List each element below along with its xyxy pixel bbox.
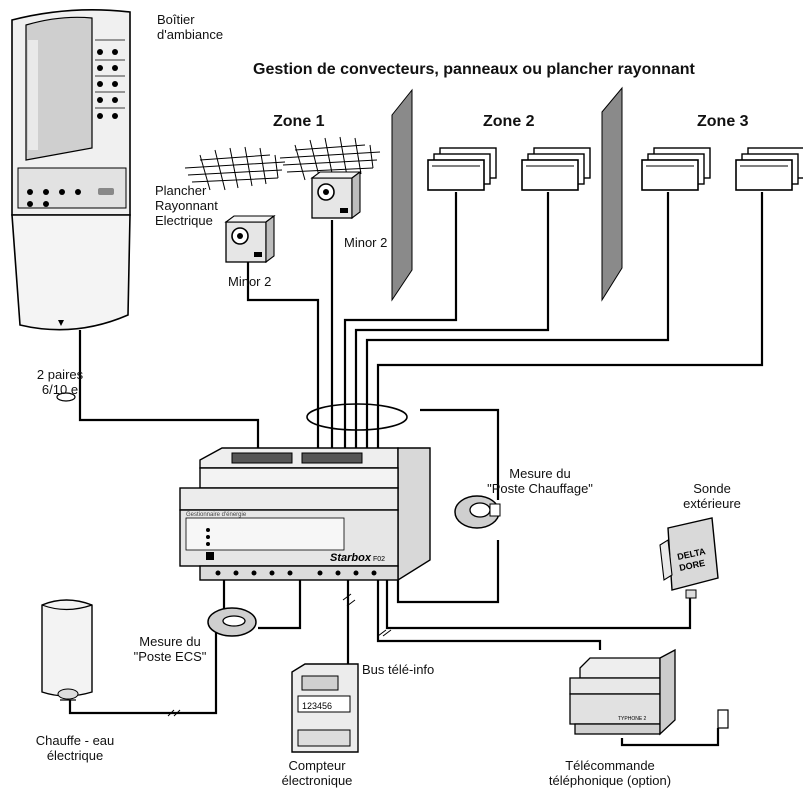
- minor-thermostat-2: [311, 171, 361, 219]
- phone-remote-label: Télécommande téléphonique (option): [548, 758, 672, 788]
- separator-panel-2: [601, 86, 623, 302]
- ecs-measure-label: Mesure du "Poste ECS": [133, 634, 207, 664]
- svg-text:TYPHONE 2: TYPHONE 2: [618, 716, 647, 722]
- starbox-unit: Gestionnaire d'énergie Starbox F02: [179, 447, 431, 582]
- phone-remote-unit: TYPHONE 2: [569, 648, 729, 736]
- water-heater-label: Chauffe - eau électrique: [35, 733, 115, 763]
- ambiance-box: [11, 9, 131, 331]
- minor-label-a: Minor 2: [228, 274, 272, 289]
- zone-2-label: Zone 2: [483, 113, 535, 130]
- electronic-meter: 123456: [291, 663, 359, 753]
- cable-bundle-ring: [306, 403, 408, 431]
- meter-display: 123456: [302, 701, 332, 711]
- current-sensor-ecs: [207, 607, 257, 637]
- current-sensor-heating: [454, 495, 501, 529]
- ambiance-box-label: Boîtier d'ambiance: [157, 12, 224, 42]
- electronic-meter-label: Compteur électronique: [281, 758, 353, 788]
- tele-info-bus-label: Bus télé-info: [362, 662, 435, 677]
- gestionnaire-label: Gestionnaire d'énergie: [186, 512, 247, 518]
- diagram-title: Gestion de convecteurs, panneaux ou plan…: [253, 61, 695, 78]
- minor-thermostat-1: [225, 215, 275, 263]
- outdoor-sensor: DELTA DORE: [659, 517, 719, 599]
- zone-1-label: Zone 1: [273, 113, 325, 130]
- heating-measure-label: Mesure du "Poste Chauffage": [487, 466, 593, 496]
- separator-panel-1: [391, 88, 413, 302]
- starbox-brand: Starbox: [330, 552, 372, 564]
- zone-3-label: Zone 3: [697, 113, 749, 130]
- wiring: [68, 192, 764, 747]
- outdoor-sensor-label: Sonde extérieure: [683, 481, 741, 511]
- water-heater: [41, 599, 93, 701]
- minor-label-b: Minor 2: [344, 235, 388, 250]
- starbox-model: F02: [373, 556, 385, 563]
- floor-heating-label: Plancher Rayonnant Electrique: [155, 183, 218, 228]
- cable-pairs-label: 2 paires 6/10 e: [36, 367, 84, 397]
